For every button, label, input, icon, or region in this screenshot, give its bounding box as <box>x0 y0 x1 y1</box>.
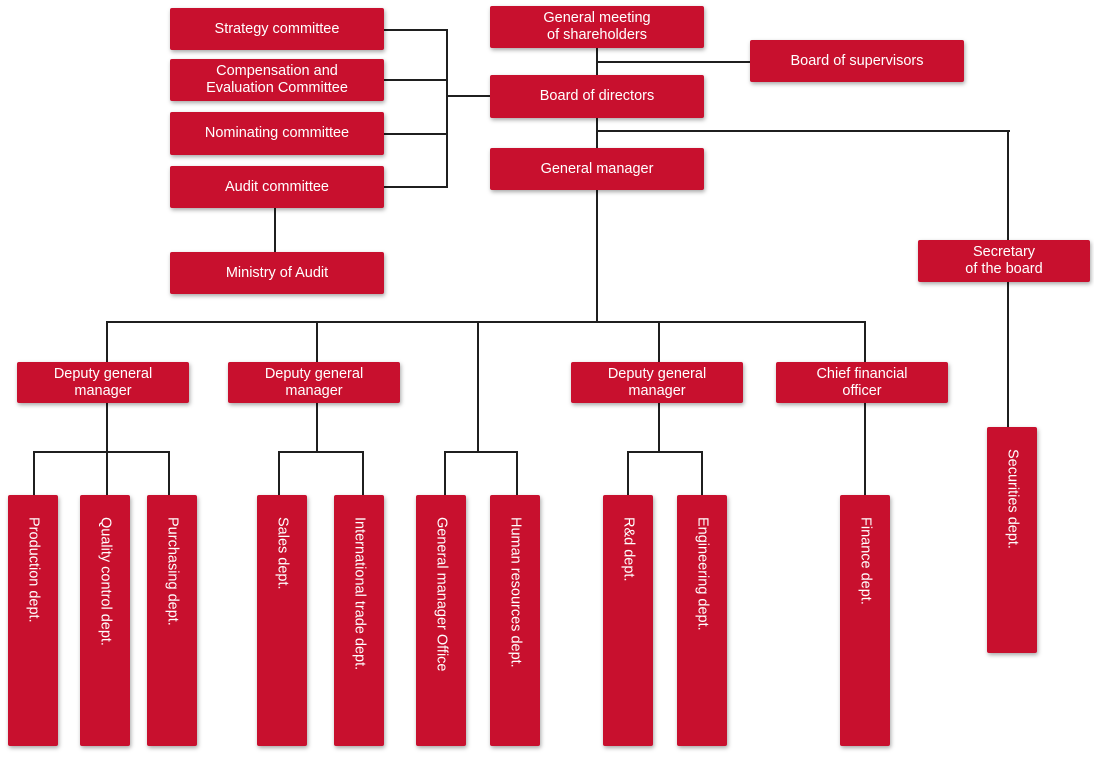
secretary-of-board-node: Secretary of the board <box>918 240 1090 282</box>
hr-dept-label: Human resources dept. <box>507 517 524 668</box>
board-of-supervisors-node: Board of supervisors <box>750 40 964 82</box>
cfo-node: Chief financial officer <box>776 362 948 403</box>
connector-line <box>1007 282 1009 427</box>
sales-dept-label: Sales dept. <box>274 517 291 590</box>
connector-line <box>596 130 1010 132</box>
deputy-gm-2-node: Deputy general manager <box>228 362 400 403</box>
hr-dept-node: Human resources dept. <box>490 495 540 746</box>
connector-line <box>596 190 598 323</box>
production-dept-node: Production dept. <box>8 495 58 746</box>
connector-line <box>446 29 448 188</box>
finance-dept-label: Finance dept. <box>857 517 874 605</box>
deputy-gm-1-node: Deputy general manager <box>17 362 189 403</box>
connector-line <box>33 451 35 495</box>
board-of-directors-node: Board of directors <box>490 75 704 118</box>
connector-line <box>106 321 866 323</box>
connector-line <box>278 451 364 453</box>
engineering-dept-label: Engineering dept. <box>694 517 711 631</box>
connector-line <box>106 321 108 362</box>
gm-office-label: General manager Office <box>433 517 450 672</box>
connector-line <box>316 321 318 362</box>
connector-line <box>627 451 629 495</box>
rd-dept-label: R&d dept. <box>620 517 637 582</box>
connector-line <box>477 321 479 453</box>
connector-line <box>274 208 276 252</box>
connector-line <box>33 451 170 453</box>
connector-line <box>446 95 490 97</box>
connector-line <box>701 451 703 495</box>
general-manager-node: General manager <box>490 148 704 190</box>
sales-dept-node: Sales dept. <box>257 495 307 746</box>
connector-line <box>444 451 518 453</box>
purchasing-dept-label: Purchasing dept. <box>164 517 181 626</box>
connector-line <box>384 133 448 135</box>
nominating-committee-node: Nominating committee <box>170 112 384 155</box>
compensation-committee-node: Compensation and Evaluation Committee <box>170 59 384 101</box>
connector-line <box>106 403 108 495</box>
connector-line <box>278 451 280 495</box>
connector-line <box>444 451 446 495</box>
production-dept-label: Production dept. <box>25 517 42 623</box>
international-trade-dept-node: International trade dept. <box>334 495 384 746</box>
rd-dept-node: R&d dept. <box>603 495 653 746</box>
quality-control-dept-node: Quality control dept. <box>80 495 130 746</box>
international-trade-dept-label: International trade dept. <box>351 517 368 671</box>
connector-line <box>1007 130 1009 240</box>
strategy-committee-node: Strategy committee <box>170 8 384 50</box>
connector-line <box>384 79 448 81</box>
connector-line <box>168 451 170 495</box>
connector-line <box>384 186 448 188</box>
engineering-dept-node: Engineering dept. <box>677 495 727 746</box>
quality-control-dept-label: Quality control dept. <box>97 517 114 646</box>
connector-line <box>627 451 703 453</box>
securities-dept-node: Securities dept. <box>987 427 1037 653</box>
general-meeting-node: General meeting of shareholders <box>490 6 704 48</box>
connector-line <box>384 29 448 31</box>
connector-line <box>596 61 750 63</box>
connector-line <box>316 403 318 453</box>
connector-line <box>596 118 598 148</box>
connector-line <box>864 321 866 362</box>
connector-line <box>658 321 660 362</box>
connector-line <box>516 451 518 495</box>
finance-dept-node: Finance dept. <box>840 495 890 746</box>
connector-line <box>362 451 364 495</box>
connector-line <box>658 403 660 453</box>
ministry-of-audit-node: Ministry of Audit <box>170 252 384 294</box>
gm-office-node: General manager Office <box>416 495 466 746</box>
securities-dept-label: Securities dept. <box>1004 449 1021 549</box>
audit-committee-node: Audit committee <box>170 166 384 208</box>
connector-line <box>864 403 866 495</box>
purchasing-dept-node: Purchasing dept. <box>147 495 197 746</box>
deputy-gm-3-node: Deputy general manager <box>571 362 743 403</box>
